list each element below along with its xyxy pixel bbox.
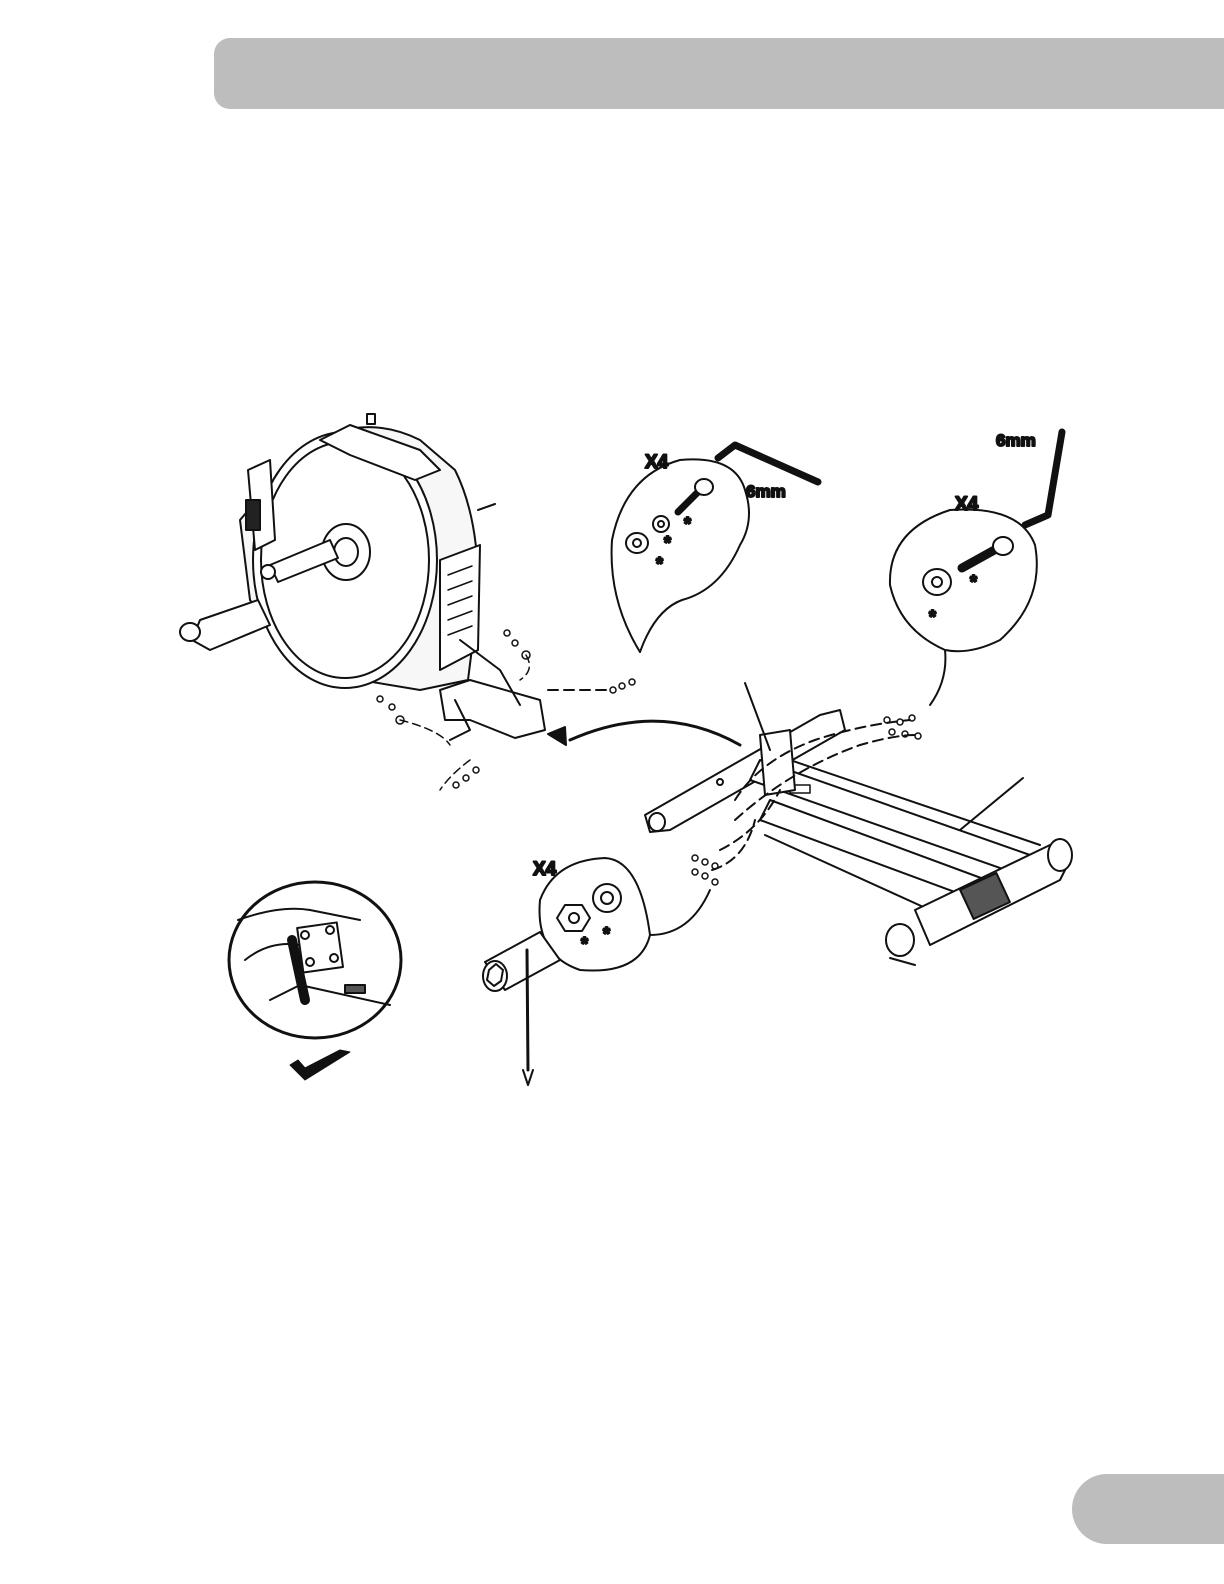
callout-top-tool: 6mm	[746, 482, 786, 501]
assembly-arrow	[548, 721, 740, 745]
checkmark-icon	[290, 1050, 350, 1080]
callout-bottom	[483, 858, 710, 1085]
star-label: *	[970, 572, 977, 592]
star-label: *	[603, 924, 610, 944]
page-number-tab	[1072, 1474, 1224, 1544]
star-label: *	[929, 607, 936, 627]
callout-right	[890, 432, 1062, 705]
callout-right-qty: X4	[955, 494, 979, 515]
detail-inset	[229, 882, 401, 1038]
callout-top-qty: X4	[645, 452, 669, 473]
callout-bottom-qty: X4	[533, 859, 557, 880]
star-label: *	[684, 514, 691, 534]
base-frame	[645, 683, 1072, 965]
star-label: *	[581, 934, 588, 954]
star-label: *	[656, 554, 663, 574]
callout-top	[612, 445, 818, 652]
flywheel-assembly	[180, 414, 545, 740]
star-label: *	[664, 533, 671, 553]
socket-wrench-icon	[483, 932, 560, 1085]
callout-right-tool: 6mm	[996, 431, 1036, 450]
